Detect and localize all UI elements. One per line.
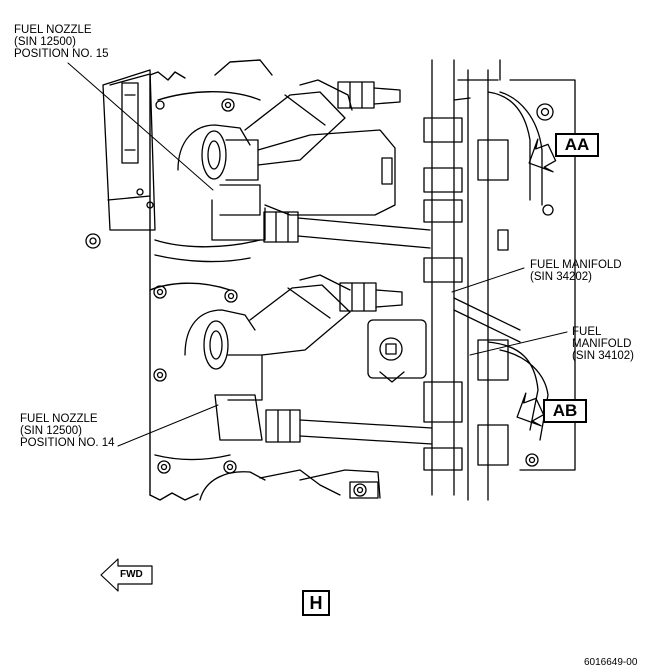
fwd-label: FWD bbox=[120, 569, 143, 580]
bolt-left bbox=[85, 233, 101, 249]
case-bolts bbox=[153, 98, 554, 497]
transfer-tube-15 bbox=[263, 211, 431, 249]
fuel-nozzle-14 bbox=[184, 274, 403, 441]
leader-lines bbox=[67, 62, 568, 447]
view-letter-h: H bbox=[302, 590, 330, 616]
label-fuel-manifold-34202: FUEL MANIFOLD (SIN 34202) bbox=[530, 259, 622, 283]
view-arrow-aa bbox=[528, 138, 557, 173]
view-arrow-ab bbox=[516, 392, 545, 427]
center-bolt bbox=[367, 319, 427, 383]
mount-bracket bbox=[102, 69, 165, 231]
label-fuel-nozzle-15: FUEL NOZZLE (SIN 12500) POSITION NO. 15 bbox=[14, 24, 109, 60]
label-fuel-manifold-34102: FUEL MANIFOLD (SIN 34102) bbox=[572, 326, 635, 362]
cross-tubes bbox=[453, 97, 521, 343]
right-bracket bbox=[497, 59, 576, 471]
engine-case bbox=[149, 59, 273, 501]
fuel-manifold-34102 bbox=[457, 69, 549, 501]
label-fuel-nozzle-14: FUEL NOZZLE (SIN 12500) POSITION NO. 14 bbox=[20, 413, 115, 449]
fuel-nozzle-15 bbox=[177, 79, 401, 241]
figure-number: 6016649-00 bbox=[584, 657, 638, 668]
transfer-tube-14 bbox=[265, 409, 433, 445]
view-callout-aa: AA bbox=[555, 133, 599, 157]
fuel-nozzle-lower bbox=[199, 469, 381, 501]
fuel-manifold-34202 bbox=[423, 59, 463, 496]
view-callout-ab: AB bbox=[543, 399, 587, 423]
fwd-arrow bbox=[100, 558, 153, 592]
